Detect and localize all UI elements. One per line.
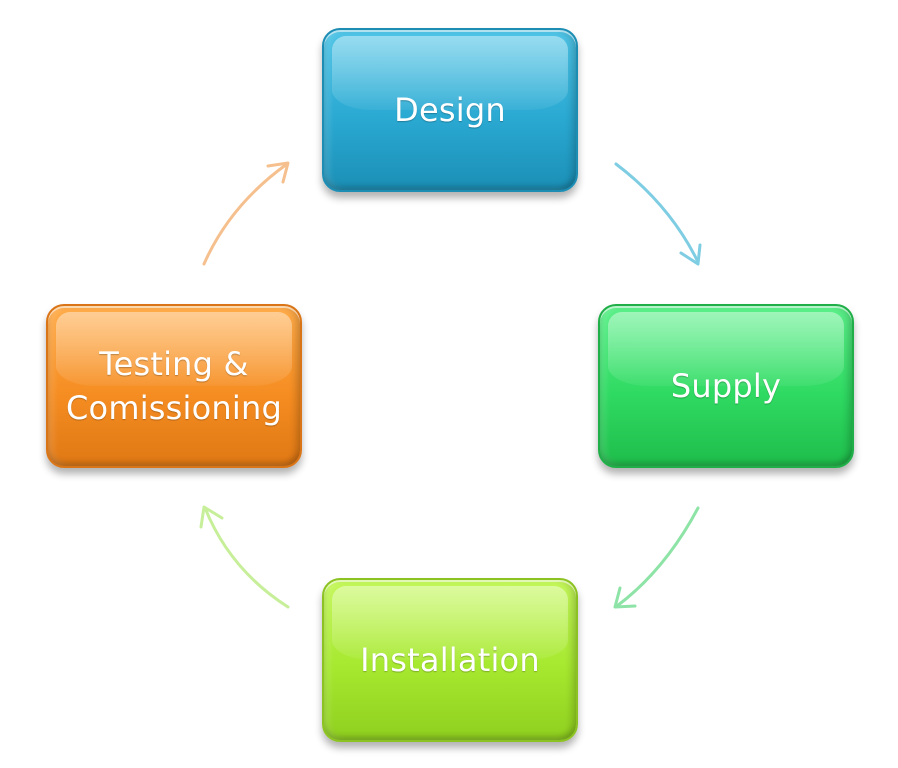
arrow-design-to-supply — [614, 162, 702, 266]
node-installation: Installation — [322, 578, 578, 742]
node-design: Design — [322, 28, 578, 192]
node-label-supply: Supply — [670, 367, 782, 405]
node-label-line-1: Testing & — [99, 345, 249, 383]
arrow-testing-to-design — [202, 161, 290, 266]
arrow-installation-to-testing — [199, 505, 290, 609]
node-testing-comissioning: Testing & Comissioning — [46, 304, 302, 468]
node-label-line-2: Comissioning — [66, 389, 282, 427]
node-label-installation: Installation — [360, 641, 540, 679]
arrow-supply-to-installation — [613, 506, 700, 609]
node-label-design: Design — [394, 91, 506, 129]
node-label-testing-comissioning: Testing & Comissioning — [56, 342, 292, 430]
node-supply: Supply — [598, 304, 854, 468]
